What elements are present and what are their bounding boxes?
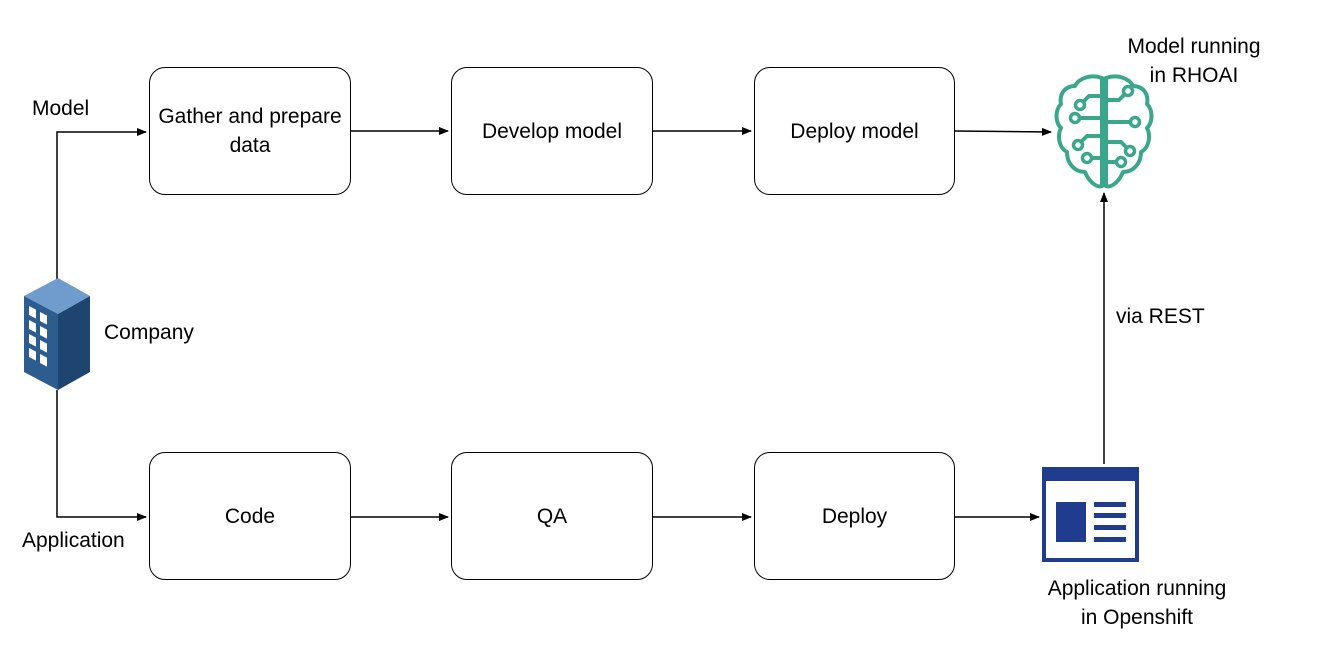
node-code[interactable]: Code [149,452,351,580]
web-application-icon [1042,467,1139,562]
application-branch-label: Application [22,529,125,552]
node-gather-data-label: Gather and prepare data [158,105,342,157]
app-running-line-2: in Openshift [1080,606,1194,629]
node-develop-model-label: Develop model [481,119,623,143]
office-building-icon [24,278,90,390]
app-running-line-1: Application running [1047,577,1227,600]
node-deploy[interactable]: Deploy [754,452,955,580]
company-to-application-connector [56,390,147,521]
company-to-model-connector [56,128,147,282]
deploy-model-to-brain-arrow [954,127,1052,136]
model-running-label: Model running in RHOAI [1112,32,1276,90]
company-label: Company [104,321,194,344]
model-running-line-1: Model running [1127,35,1261,58]
node-deploy-model[interactable]: Deploy model [754,67,955,195]
node-code-label: Code [224,504,276,528]
node-develop-model[interactable]: Develop model [451,67,653,195]
node-deploy-label: Deploy [821,504,888,528]
node-deploy-model-label: Deploy model [790,119,919,143]
model-branch-label: Model [32,97,90,120]
node-gather-data[interactable]: Gather and prepare data [149,67,351,195]
node-qa[interactable]: QA [451,452,653,580]
model-running-line-2: in RHOAI [1149,64,1239,87]
node-qa-label: QA [536,504,568,528]
via-rest-label: via REST [1116,305,1205,328]
app-running-label: Application running in Openshift [1030,574,1244,632]
ai-brain-icon [1054,74,1154,189]
